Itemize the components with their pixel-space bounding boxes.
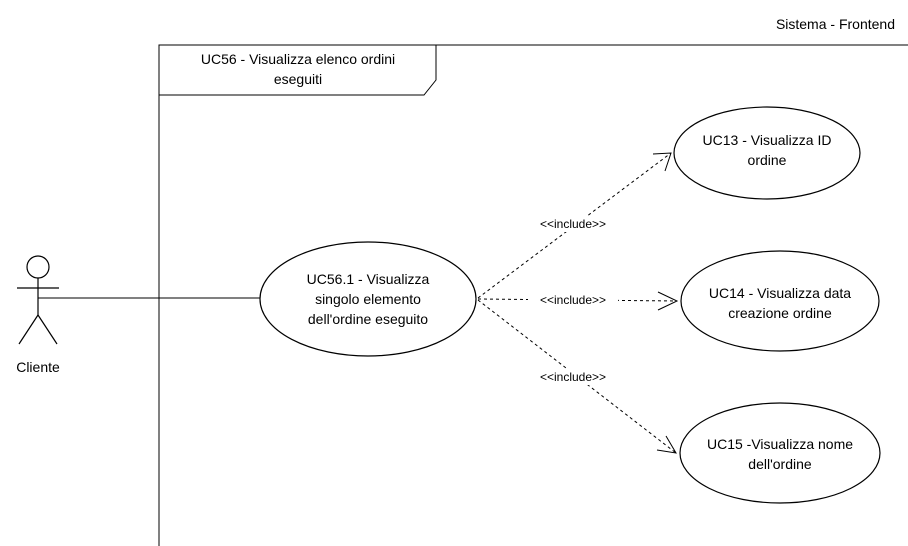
include-label-1: <<include>> <box>539 217 607 231</box>
uc15-label-line2: dell'ordine <box>748 456 812 472</box>
include-label-bg-3 <box>528 369 618 385</box>
uc14-label-line1: UC14 - Visualizza data <box>708 285 852 301</box>
uc56-1-label-line1: UC56.1 - Visualizza <box>306 271 430 287</box>
include-label-bg-1 <box>528 216 618 232</box>
actor-name: Cliente <box>16 359 60 375</box>
include-arrow-uc14 <box>477 291 679 311</box>
uc13-label-line2: ordine <box>747 152 787 168</box>
use-case-uc15[interactable] <box>679 402 881 504</box>
include-label-2: <<include>> <box>539 293 607 307</box>
include-label-bg-2 <box>528 292 618 308</box>
frame-label-tab <box>158 44 437 96</box>
uc15-label-line1: UC15 -Visualizza nome <box>706 436 854 452</box>
use-case-uc14[interactable] <box>680 250 880 352</box>
uc14-label-line2: creazione ordine <box>728 305 832 321</box>
uc56-1-label-line2: singolo elemento <box>315 291 421 307</box>
actor-cliente-figure <box>17 255 59 345</box>
frame-label-line2: eseguiti <box>273 71 323 87</box>
use-case-uc56-1[interactable] <box>259 241 477 357</box>
uc13-label-line1: UC13 - Visualizza ID <box>702 132 832 148</box>
use-case-uc13[interactable] <box>673 106 861 200</box>
include-label-3: <<include>> <box>539 370 607 384</box>
system-title: Sistema - Frontend <box>775 16 895 32</box>
include-arrow-uc15 <box>477 299 677 454</box>
frame-label-line1: UC56 - Visualizza elenco ordini <box>200 51 396 67</box>
uc56-1-label-line3: dell'ordine eseguito <box>307 311 429 327</box>
